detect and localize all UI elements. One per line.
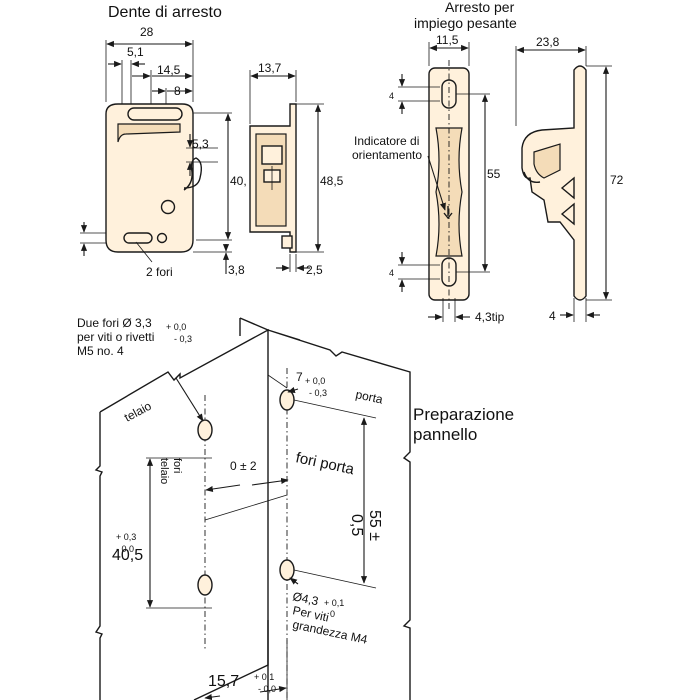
frame-holes-vertical-1: fori [171,458,183,473]
dim-4-3-tip: 4,3tip [475,310,505,324]
dim-55-line2: 0,5 [348,514,365,536]
heavy-duty-side-view [521,65,587,301]
panel-prep-title-1: Preparazione [413,405,514,424]
indicator-label-1: Indicatore di [354,134,419,148]
dim-4-3: Ø4,3 [291,589,320,608]
dim-7-minus: - 0,3 [309,388,327,398]
dim-40-5: 40,5 [112,547,143,564]
dim-5-3: 5,3 [192,137,209,151]
dim-4-3-minus: 0 [330,609,335,619]
dim-72: 72 [610,173,624,187]
door-label: porta [354,387,384,406]
heavy-duty-title-2: impiego pesante [414,15,517,31]
frame-holes-callout-1: Due fori Ø 3,3 [77,316,152,330]
heavy-duty-front-view [428,60,470,312]
dim-8: 8 [174,84,181,98]
door-hole-bottom [279,559,295,581]
dim-2-5: 2,5 [306,263,323,277]
frame-hole-top [197,419,213,441]
dim-40-5-minus: - 0,0 [116,544,134,554]
frame-holes-callout-3: M5 no. 4 [77,344,124,358]
dim-55-top: 55 [487,167,501,181]
frame-panel [94,328,269,700]
frame-label: telaio [122,399,154,425]
two-holes-label: 2 fori [146,265,173,279]
dim-15-7: 15,7 [208,673,239,690]
dim-11-5: 11,5 [436,33,459,47]
screw-label-2: grandezza M4 [291,617,369,647]
catch-title: Dente di arresto [108,4,222,21]
dim-3-8: 3,8 [228,263,245,277]
door-hole-top [279,389,295,411]
frame-holes-tol-minus: - 0,3 [174,334,192,344]
dim-4-3-plus: + 0,1 [324,598,344,608]
panel-prep-title-2: pannello [413,425,477,444]
panel-preparation-group: Due fori Ø 3,3 + 0,0 per viti o rivetti … [77,316,514,700]
frame-holes-tol-plus: + 0,0 [166,322,186,332]
heavy-duty-title-1: Arresto per [445,0,515,15]
dim-4-top: 4 [389,91,394,101]
dim-7-plus: + 0,0 [305,376,325,386]
frame-holes-callout-2: per viti o rivetti [77,330,154,344]
frame-hole-bottom [197,574,213,596]
heavy-duty-catch-group: Arresto per impiego pesante 11,5 4 4 Ind… [352,0,624,324]
dim-23-8: 23,8 [536,35,560,49]
dim-15-7-plus: + 0,1 [254,672,274,682]
dim-13-7: 13,7 [258,61,282,75]
indicator-label-2: orientamento [352,148,422,162]
catch-front-view [105,103,203,253]
door-panel [239,317,411,700]
door-holes-label: fori porta [294,449,356,478]
dim-40: 40, [230,174,247,188]
dim-4-depth: 4 [549,309,556,323]
dim-5-1: 5,1 [127,45,144,59]
dim-40-5-plus: + 0,3 [116,532,136,542]
dim-4-bottom: 4 [389,268,394,278]
dim-15-7-minus: - 0,0 [258,684,276,694]
dim-14-5: 14,5 [157,63,181,77]
dim-7: 7 [296,370,303,384]
offset-0-2: 0 ± 2 [230,459,257,473]
dim-28: 28 [140,25,154,39]
dim-48-5: 48,5 [320,174,344,188]
catch-side-view [249,103,297,253]
dim-55-line1: 55 ± [366,510,383,541]
catch-view-group: Dente di arresto 28 5,1 14,5 8 [80,4,344,279]
frame-holes-vertical-2: telaio [158,458,170,484]
